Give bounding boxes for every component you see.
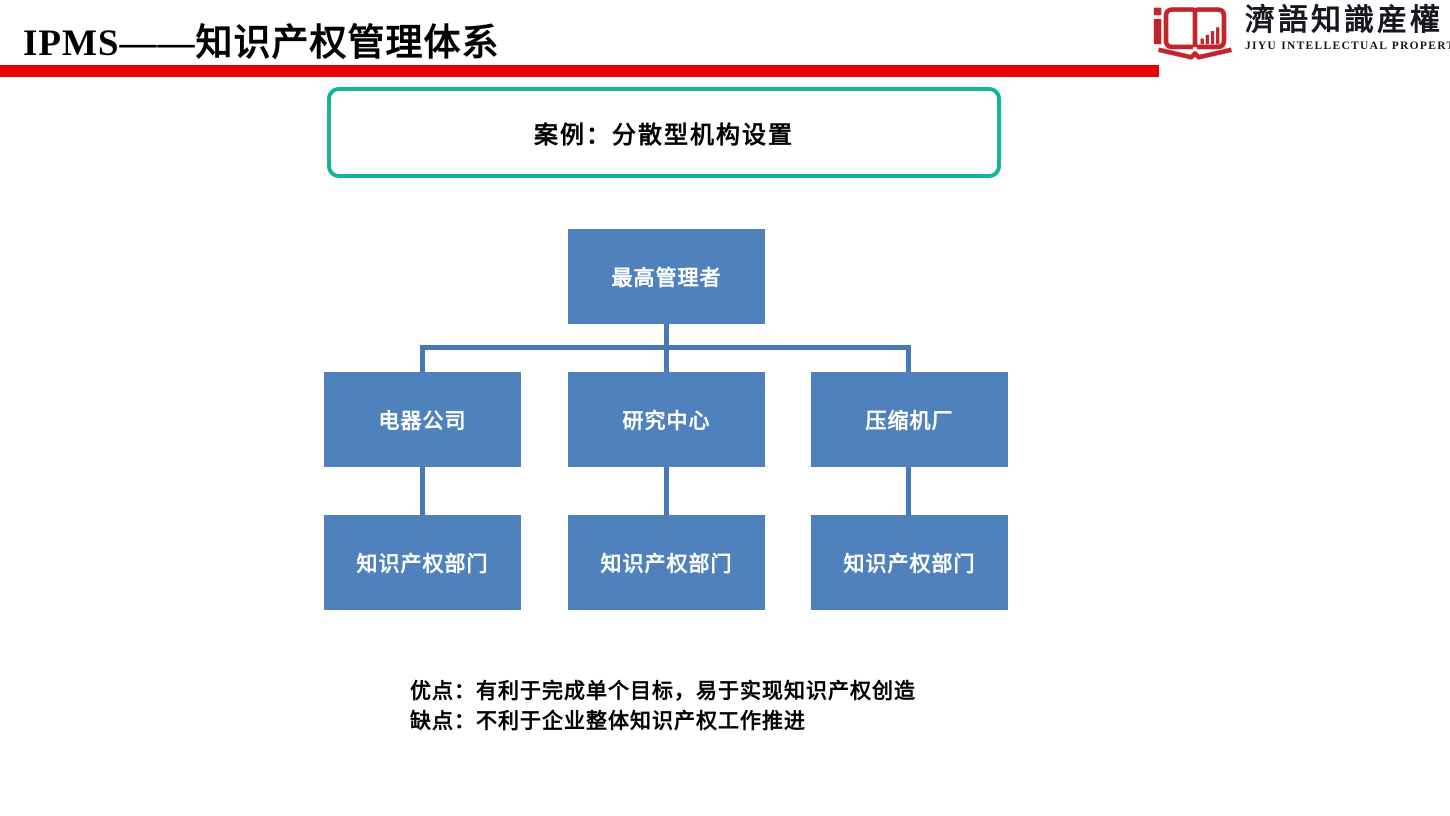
org-node-electric-company: 电器公司 [324,372,521,467]
connector-drop-right [906,345,911,372]
connector-drop-center [664,345,669,372]
org-node-ip-dept-right: 知识产权部门 [811,515,1008,610]
open-book-logo-icon [1152,3,1238,66]
logo-name-english: JIYU INTELLECTUAL PROPERTY [1245,40,1450,52]
org-node-compressor-plant: 压缩机厂 [811,372,1008,467]
cons-line: 缺点：不利于企业整体知识产权工作推进 [410,709,806,733]
logo-name-chinese: 濟語知識産權 [1245,4,1443,37]
title-underline-bar [0,65,1159,77]
pros-line: 优点：有利于完成单个目标，易于实现知识产权创造 [410,679,916,703]
org-node-research-center: 研究中心 [568,372,765,467]
connector-right-to-dept [906,467,911,515]
org-node-top-manager: 最高管理者 [568,229,765,324]
case-title-box: 案例：分散型机构设置 [327,87,1001,178]
org-node-ip-dept-left: 知识产权部门 [324,515,521,610]
connector-center-to-dept [664,467,669,515]
company-logo: 濟語知識産權 JIYU INTELLECTUAL PROPERTY [1152,3,1450,66]
case-title-label: 案例：分散型机构设置 [534,123,794,149]
notes-block: 优点：有利于完成单个目标，易于实现知识产权创造 缺点：不利于企业整体知识产权工作… [410,676,916,736]
connector-drop-left [420,345,425,372]
logo-text: 濟語知識産權 JIYU INTELLECTUAL PROPERTY [1245,3,1450,52]
connector-root-stub [664,324,669,348]
org-node-ip-dept-center: 知识产权部门 [568,515,765,610]
connector-left-to-dept [420,467,425,515]
page-title: IPMS——知识产权管理体系 [23,23,500,64]
